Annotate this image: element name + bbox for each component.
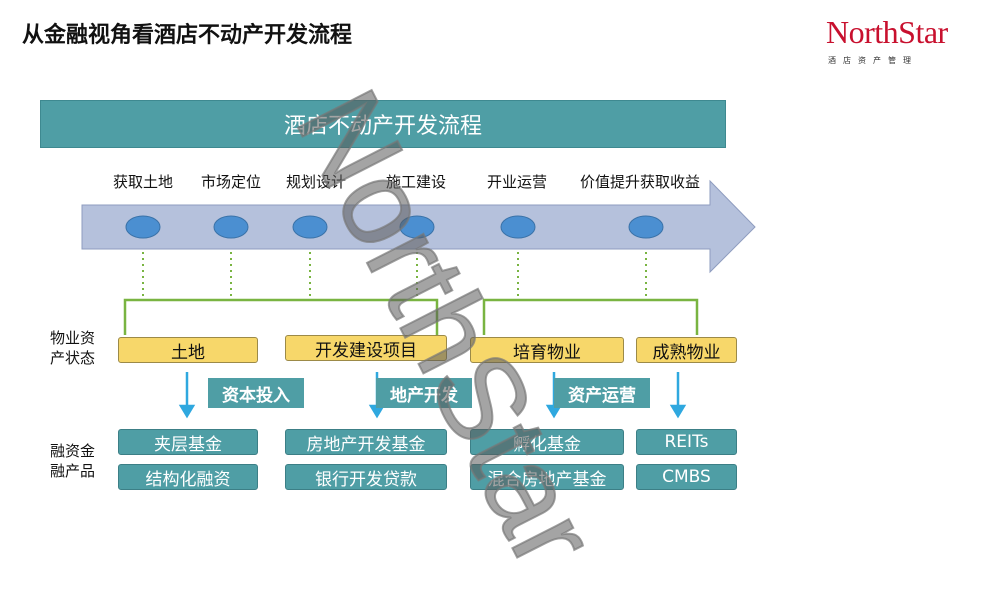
- status-nurturing: 培育物业: [470, 337, 624, 363]
- label-line: 物业资: [50, 329, 96, 347]
- process-banner: 酒店不动产开发流程: [40, 100, 726, 148]
- dotted-connectors: [142, 252, 647, 297]
- stage-dot: [213, 215, 249, 239]
- stage-dot: [125, 215, 161, 239]
- product-hybrid-fund: 混合房地产基金: [470, 464, 624, 490]
- northstar-logo: NorthStar 酒店资产管理: [826, 14, 966, 70]
- status-mature: 成熟物业: [636, 337, 737, 363]
- status-land: 土地: [118, 337, 258, 363]
- stage-dot: [628, 215, 664, 239]
- stage-label: 价值提升获取收益: [579, 173, 701, 191]
- product-cmbs: CMBS: [636, 464, 737, 490]
- flow-development: 地产开发: [376, 378, 472, 408]
- stage-dot: [399, 215, 435, 239]
- logo-name: NorthStar: [826, 14, 948, 50]
- property-status-label: 物业资 产状态: [50, 328, 95, 368]
- stage-label: 规划设计: [285, 173, 347, 191]
- flow-capital: 资本投入: [208, 378, 304, 408]
- product-reits: REITs: [636, 429, 737, 455]
- status-development: 开发建设项目: [285, 335, 447, 361]
- logo-subtitle: 酒店资产管理: [828, 56, 918, 65]
- finance-label: 融资金 融产品: [50, 441, 95, 481]
- bracket-right: [482, 298, 699, 335]
- stage-label: 市场定位: [200, 173, 262, 191]
- product-structured-finance: 结构化融资: [118, 464, 258, 490]
- stage-label: 施工建设: [385, 173, 447, 191]
- stage-label: 开业运营: [486, 173, 548, 191]
- flow-operation: 资产运营: [554, 378, 650, 408]
- bracket-left: [123, 298, 439, 335]
- product-bank-loan: 银行开发贷款: [285, 464, 447, 490]
- label-line: 产状态: [50, 349, 96, 367]
- label-line: 融资金: [50, 442, 96, 460]
- product-development-fund: 房地产开发基金: [285, 429, 447, 455]
- process-diagram: [81, 179, 756, 419]
- stage-label: 获取土地: [112, 173, 174, 191]
- product-mezzanine-fund: 夹层基金: [118, 429, 258, 455]
- page-title: 从金融视角看酒店不动产开发流程: [22, 23, 353, 48]
- stage-dot: [292, 215, 328, 239]
- label-line: 融产品: [50, 462, 96, 480]
- stage-dot: [500, 215, 536, 239]
- product-incubation-fund: 孵化基金: [470, 429, 624, 455]
